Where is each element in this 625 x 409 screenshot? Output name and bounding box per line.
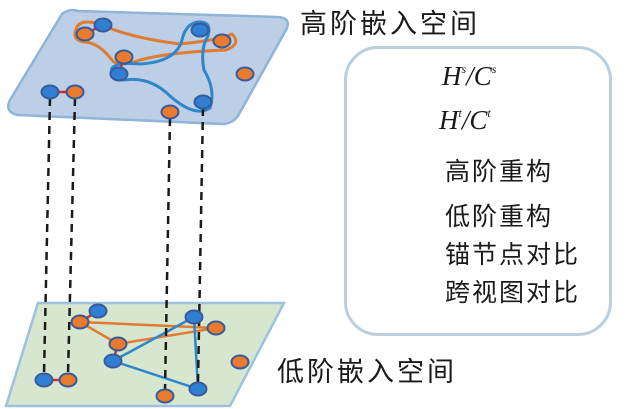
low-order-edge-blue bbox=[112, 315, 195, 363]
cross-view-link bbox=[42, 97, 52, 375]
hyperedge-orange-loop bbox=[73, 20, 238, 66]
low-source-node bbox=[103, 353, 123, 369]
cross-view-link bbox=[163, 117, 172, 391]
high-source-node bbox=[40, 84, 60, 100]
low-order-embedding-plane bbox=[4, 301, 287, 408]
legend-item-high-order: 高阶重构 bbox=[347, 152, 609, 190]
low-target-node bbox=[58, 372, 78, 388]
low-order-edge-orange bbox=[117, 326, 217, 346]
legend-label-high-order: 高阶重构 bbox=[445, 157, 554, 186]
high-source-node bbox=[109, 66, 129, 82]
math-sup: t bbox=[458, 106, 462, 120]
legend-label-cross-view: 跨视图对比 bbox=[445, 278, 581, 307]
legend-label-source: Hs/Cs bbox=[442, 61, 496, 92]
legend-item-low-order: 低阶重构 bbox=[347, 197, 609, 235]
high-target-node bbox=[65, 84, 85, 100]
cross-view-link bbox=[196, 107, 205, 384]
hyperedge-blue-loop bbox=[109, 20, 214, 113]
high-target-node bbox=[114, 49, 134, 65]
math-h: H bbox=[442, 61, 462, 91]
low-order-edge-blue bbox=[112, 359, 199, 391]
legend-item-anchor: 锚节点对比 bbox=[347, 235, 609, 273]
high-target-node bbox=[160, 104, 180, 120]
math-sup: t bbox=[487, 106, 491, 120]
legend-label-low-order: 低阶重构 bbox=[445, 202, 554, 231]
math-c: C bbox=[473, 61, 492, 91]
cross-view-links bbox=[42, 97, 205, 391]
legend-box: Hs/Cs Ht/Ct 高阶重构 低阶重构 锚节点对比 跨视图对比 bbox=[344, 46, 612, 336]
high-target-node bbox=[75, 26, 95, 42]
low-target-node bbox=[206, 320, 226, 336]
legend-label-anchor: 锚节点对比 bbox=[445, 240, 581, 269]
high-target-node bbox=[235, 66, 255, 82]
cross-view-link bbox=[66, 97, 77, 375]
high-target-node bbox=[212, 33, 232, 49]
low-source-node bbox=[188, 381, 208, 397]
low-target-node bbox=[108, 336, 128, 352]
low-target-node bbox=[70, 314, 90, 330]
math-h: H bbox=[439, 105, 459, 135]
math-sep: / bbox=[461, 105, 470, 135]
low-source-node bbox=[34, 372, 54, 388]
math-c: C bbox=[469, 105, 488, 135]
math-sup: s bbox=[461, 62, 467, 76]
legend-item-cross-view: 跨视图对比 bbox=[347, 273, 609, 311]
low-source-node bbox=[88, 303, 108, 319]
low-target-node bbox=[155, 388, 175, 404]
legend-item-target: Ht/Ct bbox=[347, 105, 609, 143]
high-source-node bbox=[193, 94, 213, 110]
high-source-node bbox=[190, 22, 210, 38]
high-order-space-label: 高阶嵌入空间 bbox=[300, 9, 480, 40]
math-sup: s bbox=[491, 62, 497, 76]
low-order-space-label: 低阶嵌入空间 bbox=[277, 357, 457, 388]
low-target-node bbox=[230, 354, 250, 370]
low-source-node bbox=[184, 309, 204, 325]
legend-item-source: Hs/Cs bbox=[347, 61, 609, 99]
nodes bbox=[34, 17, 255, 404]
math-sep: / bbox=[466, 61, 474, 91]
high-source-node bbox=[93, 17, 113, 33]
legend-label-target: Ht/Ct bbox=[439, 105, 491, 136]
